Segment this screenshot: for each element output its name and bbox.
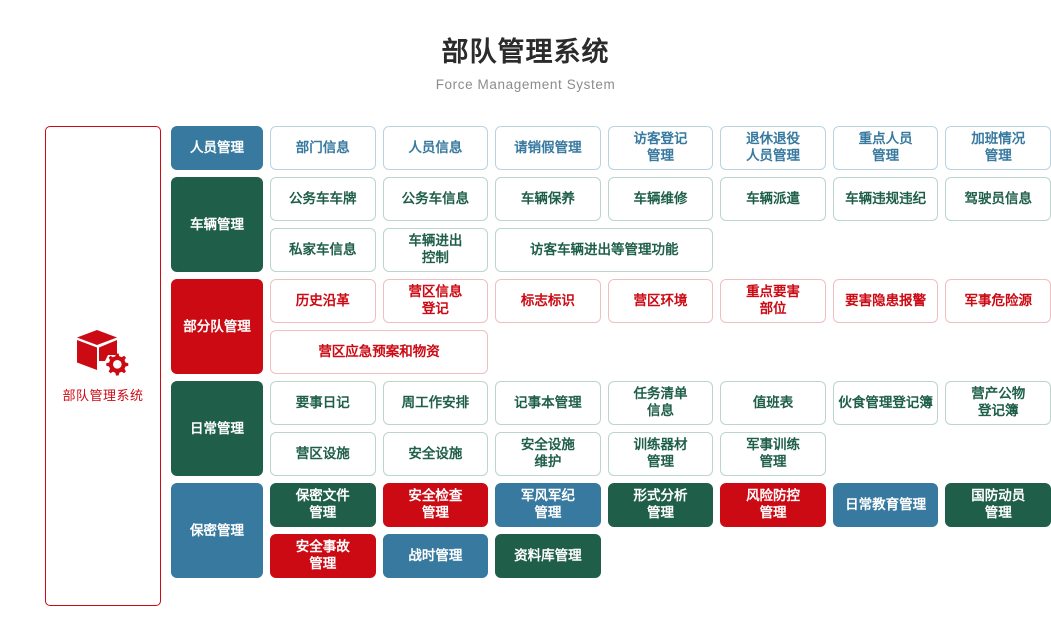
- menu-item[interactable]: 营区环境: [607, 279, 714, 323]
- menu-item[interactable]: 要害隐患报警: [832, 279, 939, 323]
- menu-item[interactable]: 记事本管理: [495, 381, 601, 425]
- menu-item[interactable]: 标志标识: [495, 279, 601, 323]
- menu-item[interactable]: 车辆维修: [607, 177, 714, 221]
- category-button[interactable]: 人员管理: [171, 126, 263, 170]
- category-button[interactable]: 部分队管理: [171, 279, 263, 374]
- menu-item[interactable]: 军事训练 管理: [720, 432, 826, 476]
- menu-item[interactable]: 军风军纪 管理: [495, 483, 601, 527]
- item-grid: 保密文件 管理安全检查 管理军风军纪 管理形式分析 管理风险防控 管理日常教育管…: [270, 483, 1051, 578]
- menu-item[interactable]: 营区应急预案和物资: [270, 330, 489, 374]
- item-grid: 公务车车牌公务车信息车辆保养车辆维修车辆派遣车辆违规违纪驾驶员信息私家车信息车辆…: [270, 177, 1051, 272]
- menu-item[interactable]: 访客车辆进出等管理功能: [495, 228, 714, 272]
- page-subtitle: Force Management System: [435, 77, 616, 93]
- item-grid: 部门信息人员信息请销假管理访客登记 管理退休退役 人员管理重点人员 管理加班情况…: [270, 126, 1051, 170]
- menu-item[interactable]: 要事日记: [270, 381, 376, 425]
- menu-item[interactable]: 车辆保养: [495, 177, 601, 221]
- category-row: 部分队管理历史沿革营区信息 登记标志标识营区环境重点要害 部位要害隐患报警军事危…: [171, 279, 1051, 374]
- menu-item[interactable]: 人员信息: [382, 126, 489, 170]
- category-rows: 人员管理部门信息人员信息请销假管理访客登记 管理退休退役 人员管理重点人员 管理…: [171, 126, 1051, 578]
- menu-item[interactable]: 军事危险源: [945, 279, 1051, 323]
- category-button[interactable]: 车辆管理: [171, 177, 263, 272]
- page-title: 部队管理系统: [441, 37, 610, 67]
- menu-item[interactable]: 安全设施: [382, 432, 489, 476]
- main-layout: 部队管理系统 人员管理部门信息人员信息请销假管理访客登记 管理退休退役 人员管理…: [0, 126, 1051, 606]
- menu-item[interactable]: 安全设施 维护: [495, 432, 601, 476]
- item-grid: 要事日记周工作安排记事本管理任务清单 信息值班表伙食管理登记簿营产公物 登记簿营…: [270, 381, 1051, 476]
- menu-item[interactable]: 车辆违规违纪: [832, 177, 939, 221]
- menu-item[interactable]: 加班情况 管理: [945, 126, 1051, 170]
- menu-item[interactable]: 营产公物 登记簿: [945, 381, 1051, 425]
- menu-item[interactable]: 公务车车牌: [270, 177, 376, 221]
- category-button[interactable]: 保密管理: [171, 483, 263, 578]
- menu-item[interactable]: 车辆进出 控制: [382, 228, 489, 272]
- menu-item[interactable]: 战时管理: [382, 534, 489, 578]
- menu-item[interactable]: 访客登记 管理: [607, 126, 714, 170]
- menu-item[interactable]: 任务清单 信息: [607, 381, 714, 425]
- menu-item[interactable]: 保密文件 管理: [270, 483, 376, 527]
- menu-item[interactable]: 驾驶员信息: [945, 177, 1051, 221]
- menu-item[interactable]: 退休退役 人员管理: [720, 126, 826, 170]
- category-row: 车辆管理公务车车牌公务车信息车辆保养车辆维修车辆派遣车辆违规违纪驾驶员信息私家车…: [171, 177, 1051, 272]
- menu-item[interactable]: 营区信息 登记: [382, 279, 489, 323]
- menu-item[interactable]: 重点要害 部位: [720, 279, 826, 323]
- menu-item[interactable]: 资料库管理: [495, 534, 601, 578]
- menu-item[interactable]: 请销假管理: [495, 126, 601, 170]
- category-row: 人员管理部门信息人员信息请销假管理访客登记 管理退休退役 人员管理重点人员 管理…: [171, 126, 1051, 170]
- item-grid: 历史沿革营区信息 登记标志标识营区环境重点要害 部位要害隐患报警军事危险源营区应…: [270, 279, 1051, 374]
- menu-item[interactable]: 训练器材 管理: [607, 432, 714, 476]
- menu-item[interactable]: 周工作安排: [382, 381, 489, 425]
- menu-item[interactable]: 重点人员 管理: [832, 126, 939, 170]
- menu-item[interactable]: 安全事故 管理: [270, 534, 376, 578]
- sidebar-panel: 部队管理系统: [45, 126, 161, 606]
- menu-item[interactable]: 营区设施: [270, 432, 376, 476]
- menu-item[interactable]: 日常教育管理: [832, 483, 939, 527]
- menu-item[interactable]: 公务车信息: [382, 177, 489, 221]
- menu-item[interactable]: 私家车信息: [270, 228, 376, 272]
- menu-item[interactable]: 风险防控 管理: [720, 483, 826, 527]
- category-row: 保密管理保密文件 管理安全检查 管理军风军纪 管理形式分析 管理风险防控 管理日…: [171, 483, 1051, 578]
- box-gear-icon: [76, 328, 130, 376]
- category-row: 日常管理要事日记周工作安排记事本管理任务清单 信息值班表伙食管理登记簿营产公物 …: [171, 381, 1051, 476]
- page-header: 部队管理系统 Force Management System: [0, 0, 1051, 92]
- category-button[interactable]: 日常管理: [171, 381, 263, 476]
- menu-item[interactable]: 形式分析 管理: [607, 483, 714, 527]
- menu-item[interactable]: 车辆派遣: [720, 177, 826, 221]
- menu-item[interactable]: 部门信息: [270, 126, 376, 170]
- menu-item[interactable]: 安全检查 管理: [382, 483, 489, 527]
- menu-item[interactable]: 历史沿革: [270, 279, 376, 323]
- menu-item[interactable]: 值班表: [720, 381, 826, 425]
- menu-item[interactable]: 伙食管理登记簿: [832, 381, 939, 425]
- menu-item[interactable]: 国防动员 管理: [945, 483, 1051, 527]
- sidebar-label: 部队管理系统: [62, 388, 144, 403]
